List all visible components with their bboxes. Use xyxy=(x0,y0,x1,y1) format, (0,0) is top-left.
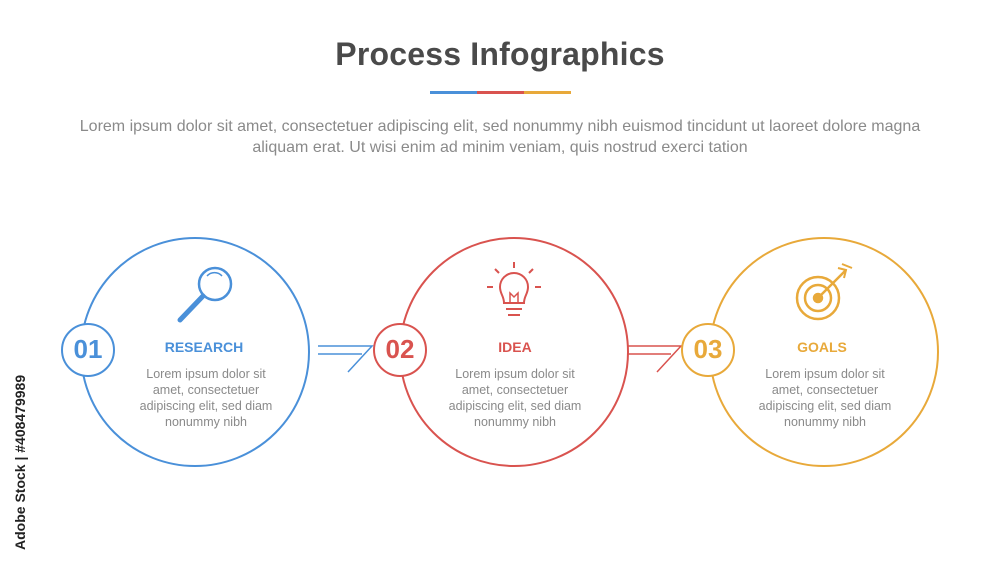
step-label-goals: GOALS xyxy=(797,339,847,355)
step-badge-ring-1 xyxy=(61,323,115,377)
step-description-1: Lorem ipsum dolor sit amet, consectetuer… xyxy=(139,367,273,429)
step-label-idea: IDEA xyxy=(498,339,532,355)
step-description-2: Lorem ipsum dolor sit amet, consectetuer… xyxy=(448,367,582,429)
connector-arrow-2 xyxy=(627,345,683,373)
target-icon xyxy=(795,263,853,321)
step-badge-ring-2 xyxy=(373,323,427,377)
step-description-3: Lorem ipsum dolor sit amet, consectetuer… xyxy=(758,367,892,429)
step-number-3: 03 xyxy=(693,334,723,364)
intro-paragraph: Lorem ipsum dolor sit amet, consectetuer… xyxy=(79,118,921,156)
connector-arrow-1 xyxy=(318,345,374,373)
magnifier-icon xyxy=(177,266,233,323)
step-number-2: 02 xyxy=(385,334,415,364)
title-underline-red xyxy=(477,91,524,94)
step-number-1: 01 xyxy=(73,334,103,364)
step-badge-ring-3 xyxy=(681,323,735,377)
title-underline-blue xyxy=(430,91,477,94)
page-title: Process Infographics xyxy=(335,36,665,72)
stock-watermark: Adobe Stock | #408479989 xyxy=(12,374,28,550)
title-underline-orange xyxy=(524,91,571,94)
step-label-research: RESEARCH xyxy=(164,339,244,355)
lightbulb-icon xyxy=(487,262,541,316)
